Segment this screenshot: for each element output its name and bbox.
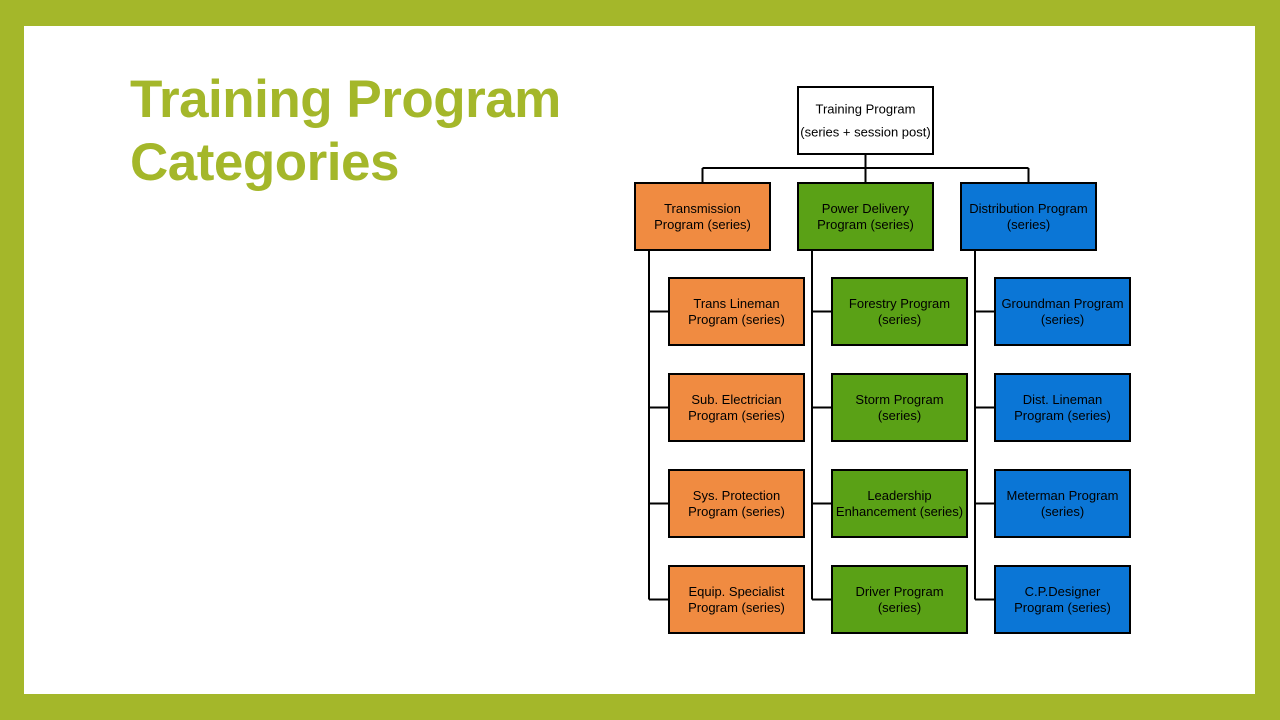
program-node-power_delivery-3-box <box>831 469 968 538</box>
program-node-distribution-1-box <box>994 277 1131 346</box>
category-node-transmission-label-line-2: Program (series) <box>654 217 751 232</box>
category-node-transmission-box <box>634 182 771 251</box>
program-node-transmission-2-label-line-1: Sub. Electrician <box>691 392 781 407</box>
program-node-transmission-3-label-line-1: Sys. Protection <box>693 488 780 503</box>
program-node-transmission-1-label-line-1: Trans Lineman <box>693 296 779 311</box>
slide-title-line-2: Categories <box>130 133 399 192</box>
program-node-distribution-2-label-line-1: Dist. Lineman <box>1023 392 1102 407</box>
program-node-distribution-3-label-line-2: (series) <box>1041 504 1084 519</box>
category-node-distribution-label-line-1: Distribution Program <box>969 201 1088 216</box>
root-node-training-program-label-line-2: (series + session post) <box>800 125 930 140</box>
program-node-power_delivery-1-label-line-2: (series) <box>878 312 921 327</box>
root-node-training-program-box <box>797 86 934 155</box>
program-node-power_delivery-1-label-line-1: Forestry Program <box>849 296 950 311</box>
program-node-power_delivery-3-label-line-1: Leadership <box>867 488 931 503</box>
program-node-distribution-3: Meterman Program(series) <box>994 469 1131 538</box>
program-node-distribution-4-label-line-2: Program (series) <box>1014 600 1111 615</box>
program-node-power_delivery-2: Storm Program(series) <box>831 373 968 442</box>
category-node-distribution-box <box>960 182 1097 251</box>
program-node-distribution-4-box <box>994 565 1131 634</box>
program-node-transmission-1-label-line-2: Program (series) <box>688 312 785 327</box>
program-node-distribution-2-label-line-2: Program (series) <box>1014 408 1111 423</box>
program-node-power_delivery-2-label-line-1: Storm Program <box>855 392 943 407</box>
program-node-transmission-1-box <box>668 277 805 346</box>
program-node-power_delivery-2-label-line-2: (series) <box>878 408 921 423</box>
program-node-transmission-3-label-line-2: Program (series) <box>688 504 785 519</box>
slide-title-line-1: Training Program <box>130 70 561 129</box>
program-node-power_delivery-1-box <box>831 277 968 346</box>
program-node-transmission-4-box <box>668 565 805 634</box>
program-node-distribution-1: Groundman Program(series) <box>994 277 1131 346</box>
program-node-distribution-3-label-line-1: Meterman Program <box>1007 488 1119 503</box>
program-node-transmission-2-box <box>668 373 805 442</box>
category-node-distribution-label-line-2: (series) <box>1007 217 1050 232</box>
slide: Training Program Categories <box>24 26 1255 694</box>
program-node-power_delivery-4-box <box>831 565 968 634</box>
program-node-distribution-3-box <box>994 469 1131 538</box>
program-node-transmission-3-box <box>668 469 805 538</box>
program-node-power_delivery-4-label-line-2: (series) <box>878 600 921 615</box>
category-node-power_delivery-box <box>797 182 934 251</box>
category-node-distribution: Distribution Program(series) <box>960 182 1097 251</box>
program-node-power_delivery-3-label-line-2: Enhancement (series) <box>836 504 963 519</box>
category-node-transmission-label-line-1: Transmission <box>664 201 741 216</box>
category-node-power_delivery-label-line-2: Program (series) <box>817 217 914 232</box>
program-node-distribution-1-label-line-1: Groundman Program <box>1001 296 1123 311</box>
program-node-distribution-4-label-line-1: C.P.Designer <box>1025 584 1101 599</box>
program-node-transmission-4-label-line-2: Program (series) <box>688 600 785 615</box>
root-node-training-program-label-line-1: Training Program <box>816 102 916 117</box>
category-node-power_delivery-label-line-1: Power Delivery <box>822 201 910 216</box>
program-node-power_delivery-1: Forestry Program(series) <box>831 277 968 346</box>
program-node-power_delivery-4-label-line-1: Driver Program <box>855 584 943 599</box>
root-node-training-program: Training Program (series + session post) <box>797 86 934 155</box>
program-node-transmission-4-label-line-1: Equip. Specialist <box>688 584 784 599</box>
slide-title: Training Program Categories <box>130 68 561 194</box>
program-node-transmission-2-label-line-2: Program (series) <box>688 408 785 423</box>
program-node-distribution-2-box <box>994 373 1131 442</box>
program-node-distribution-1-label-line-2: (series) <box>1041 312 1084 327</box>
program-node-power_delivery-4: Driver Program(series) <box>831 565 968 634</box>
program-node-power_delivery-2-box <box>831 373 968 442</box>
